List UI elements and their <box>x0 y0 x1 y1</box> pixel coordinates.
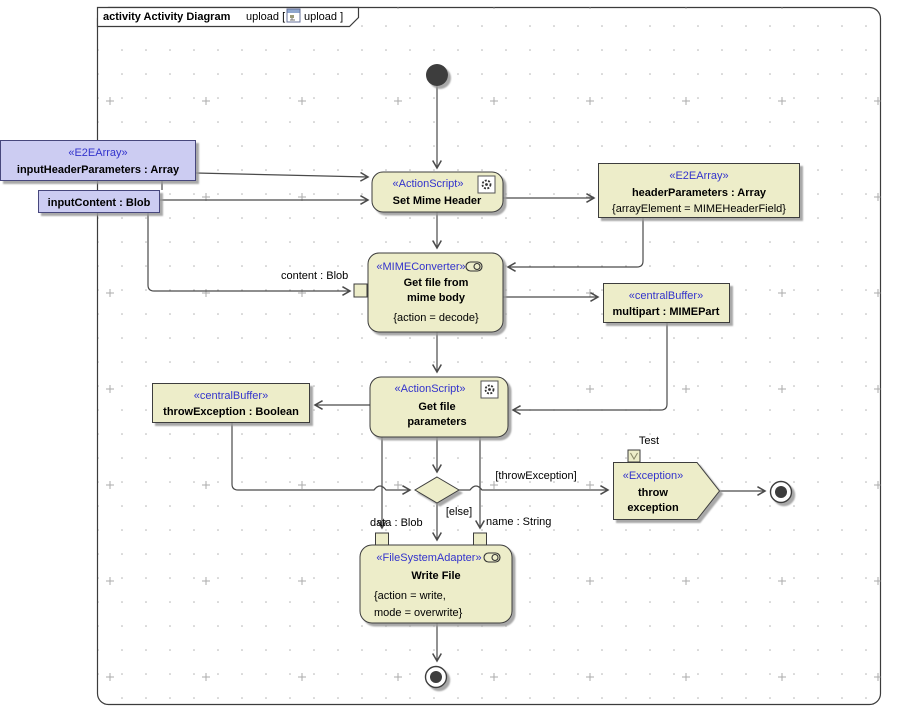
action-name-line2: parameters <box>407 416 466 428</box>
adapter-icon <box>465 261 483 272</box>
frame-title: activity Activity Diagram <box>103 11 231 23</box>
action-stereotype: «ActionScript» <box>395 383 466 395</box>
object-tagged-values: {arrayElement = MIMEHeaderField} <box>612 203 786 215</box>
edge-decision-to-exception[interactable] <box>459 485 610 495</box>
edge-label-guard-throw: [throwException] <box>495 470 576 482</box>
object-node-header-parameters[interactable]: «E2EArray» headerParameters : Array {arr… <box>598 163 800 218</box>
param-stereotype: «E2EArray» <box>68 147 127 159</box>
initial-node[interactable] <box>426 64 448 86</box>
adapter-icon <box>483 552 501 563</box>
buffer-name: multipart : MIMEPart <box>613 306 720 318</box>
exception-name-line2: exception <box>627 502 679 514</box>
action-stereotype: «ActionScript» <box>393 178 464 190</box>
edge-multipart-to-get-params[interactable] <box>511 323 668 415</box>
object-stereotype: «E2EArray» <box>669 170 728 182</box>
exception-stereotype: «Exception» <box>623 470 684 482</box>
pin-test[interactable] <box>627 449 641 463</box>
activity-final-node-main[interactable] <box>424 665 448 689</box>
diagram-icon <box>286 8 301 23</box>
action-name-line2: mime body <box>407 292 466 304</box>
gear-icon <box>477 175 496 194</box>
action-name: Write File <box>411 570 460 582</box>
buffer-node-throw-exception[interactable]: «centralBuffer» throwException : Boolean <box>152 383 310 423</box>
buffer-stereotype: «centralBuffer» <box>629 290 703 302</box>
object-name: headerParameters : Array <box>632 187 767 199</box>
input-pin-content[interactable] <box>353 283 368 298</box>
action-get-file-from-mime-body[interactable]: «MIMEConverter» Get file from mime body … <box>367 252 504 333</box>
action-stereotype: «MIMEConverter» <box>376 261 465 273</box>
param-name: inputHeaderParameters : Array <box>17 164 180 176</box>
pin-test-label: Test <box>639 435 659 447</box>
action-stereotype: «FileSystemAdapter» <box>376 552 481 564</box>
checkmark-icon <box>630 452 638 461</box>
input-pin-data[interactable] <box>375 532 389 546</box>
param-node-input-content[interactable]: inputContent : Blob <box>38 190 160 213</box>
action-tagged-line1: {action = write, <box>374 590 446 602</box>
action-throw-exception[interactable]: «Exception» throw exception <box>613 462 721 520</box>
decision-node[interactable] <box>414 476 460 504</box>
buffer-name: throwException : Boolean <box>163 406 299 418</box>
exception-name-line1: throw <box>638 487 668 499</box>
action-write-file[interactable]: «FileSystemAdapter» Write File {action =… <box>359 544 513 624</box>
buffer-node-multipart[interactable]: «centralBuffer» multipart : MIMEPart <box>603 283 730 323</box>
input-pin-name[interactable] <box>473 532 487 546</box>
action-tagged-line2: mode = overwrite} <box>374 607 463 619</box>
action-name: Set Mime Header <box>393 195 482 207</box>
action-get-file-parameters[interactable]: «ActionScript» Get file parameters <box>369 376 509 438</box>
frame-param-post: upload ] <box>304 11 343 23</box>
edge-input-content-to-content-pin[interactable] <box>147 212 352 296</box>
gear-icon <box>480 380 499 399</box>
edge-input-header-to-set-mime[interactable] <box>195 171 370 182</box>
edge-header-params-to-mime-converter[interactable] <box>506 217 644 272</box>
param-name: inputContent : Blob <box>48 197 151 209</box>
param-node-input-header-parameters[interactable]: «E2EArray» inputHeaderParameters : Array <box>0 140 196 181</box>
edge-throw-buffer-to-decision[interactable] <box>231 423 412 495</box>
edge-label-name: name : String <box>486 516 551 528</box>
action-name-line1: Get file from <box>404 277 469 289</box>
edge-label-content: content : Blob <box>281 270 348 282</box>
action-set-mime-header[interactable]: «ActionScript» Set Mime Header <box>371 171 504 213</box>
action-tagged-values: {action = decode} <box>393 312 479 324</box>
edge-label-guard-else: [else] <box>446 506 472 518</box>
edge-label-data: data : Blob <box>370 517 423 529</box>
frame-param-pre: upload [ <box>246 11 285 23</box>
buffer-stereotype: «centralBuffer» <box>194 390 268 402</box>
edges-layer <box>147 86 767 663</box>
action-name-line1: Get file <box>418 401 455 413</box>
activity-final-node-exception[interactable] <box>769 480 793 504</box>
